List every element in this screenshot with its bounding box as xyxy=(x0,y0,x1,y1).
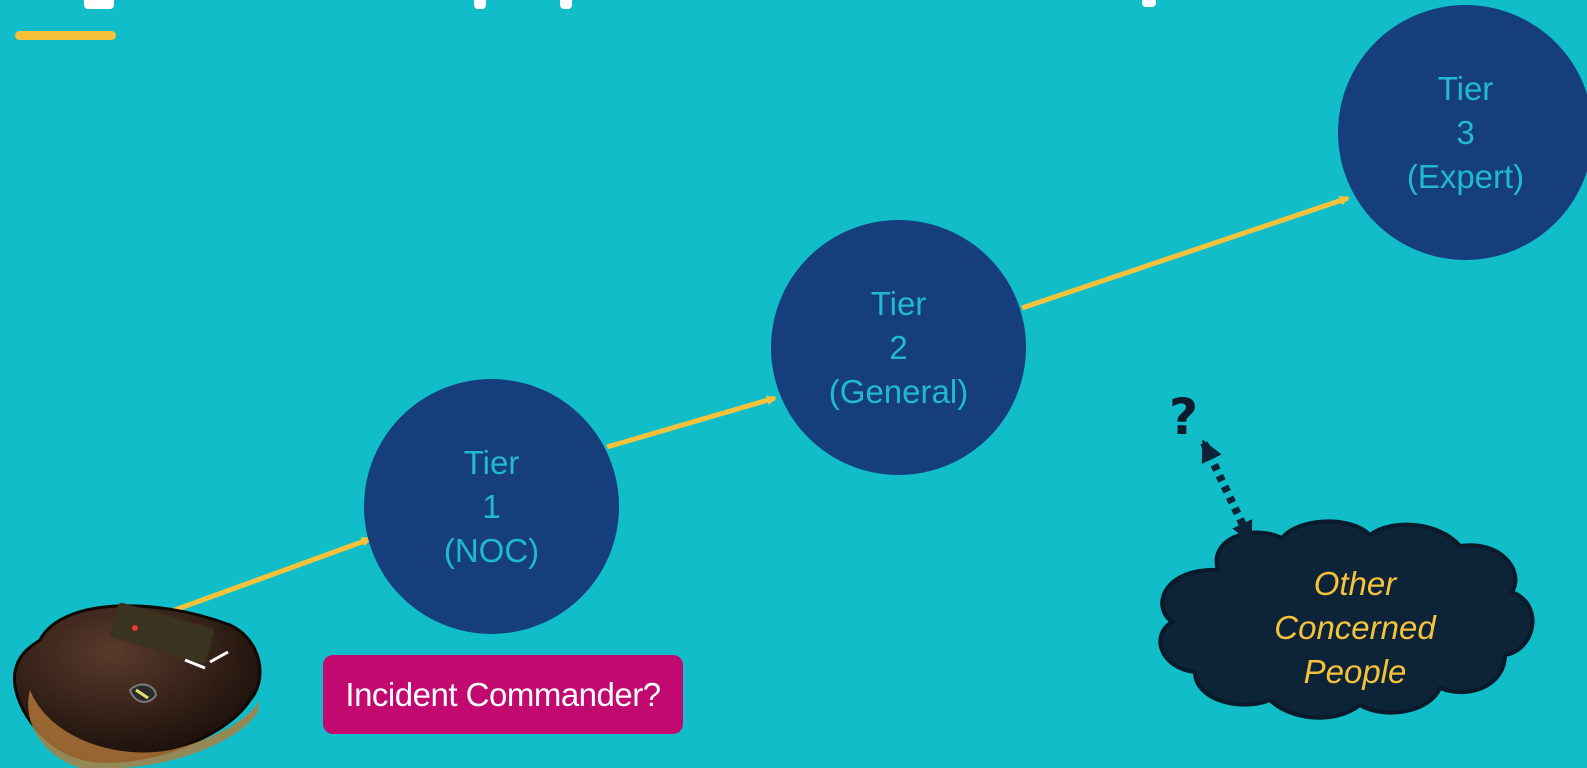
arrow-pager-to-tier-1 xyxy=(171,536,372,614)
title-glyph xyxy=(84,0,114,9)
cloud-text-line: Other xyxy=(1313,565,1397,602)
tier-number: 1 xyxy=(482,487,501,525)
title-glyph xyxy=(474,0,486,9)
tier-role: (General) xyxy=(828,372,969,410)
tier-role: (Expert) xyxy=(1406,157,1525,195)
other-concerned-people-label: Other Concerned People xyxy=(1235,562,1475,694)
title-glyph xyxy=(1142,0,1156,7)
tier-label: Tier xyxy=(870,284,927,322)
pager-icon xyxy=(12,602,262,768)
tier-number: 2 xyxy=(889,328,908,366)
dashed-double-arrow xyxy=(1200,439,1254,544)
tier-label: Tier xyxy=(463,443,520,481)
tier-label: Tier xyxy=(1437,69,1494,107)
tier-3-circle: Tier 3 (Expert) xyxy=(1338,5,1587,260)
title-glyph xyxy=(560,0,572,9)
tier-1-circle: Tier 1 (NOC) xyxy=(364,379,619,634)
arrow-tier-1-to-tier-2 xyxy=(606,395,777,450)
arrow-tier-2-to-tier-3 xyxy=(1021,195,1350,311)
title-underline xyxy=(15,31,116,40)
cloud-text-line: People xyxy=(1303,653,1407,690)
cloud-icon xyxy=(1158,519,1535,720)
tier-role: (NOC) xyxy=(443,531,540,569)
tier-2-circle: Tier 2 (General) xyxy=(771,220,1026,475)
cloud-text-line: Concerned xyxy=(1274,609,1436,646)
question-mark: ? xyxy=(1169,388,1199,446)
tier-number: 3 xyxy=(1456,113,1475,151)
incident-commander-badge: Incident Commander? xyxy=(323,655,683,734)
